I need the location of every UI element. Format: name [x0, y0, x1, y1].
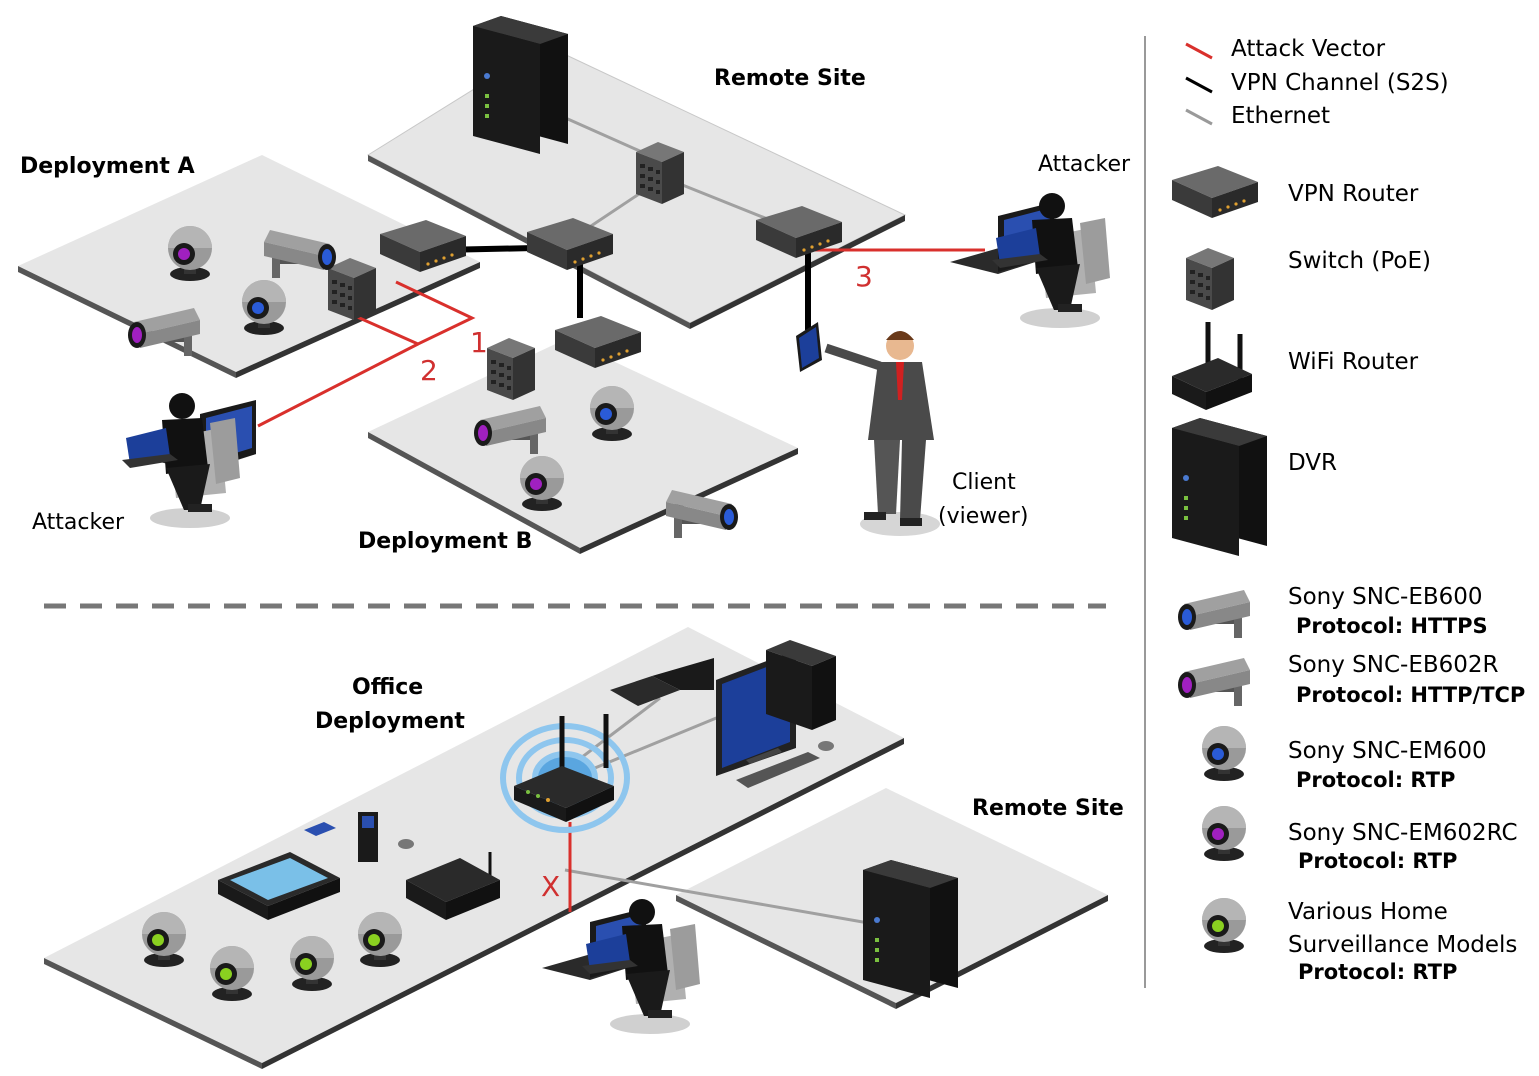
attack-marker-2: 2: [420, 354, 438, 387]
client-label-line2: (viewer): [938, 504, 1029, 529]
switch-icon: [636, 142, 684, 204]
client-label-line1: Client: [952, 470, 1016, 495]
dome-camera-green-icon: [290, 936, 334, 991]
dvr-icon: [863, 860, 958, 998]
legend-camera-model: Sony SNC-EM602RC: [1288, 820, 1518, 846]
bullet-camera-blue-icon: [666, 490, 738, 538]
scanner-icon: [218, 852, 340, 920]
switch-icon: [1186, 248, 1234, 310]
legend-wifi-router-label: WiFi Router: [1288, 349, 1419, 375]
legend-ethernet-line: [1185, 108, 1213, 126]
dome-camera-green-icon: [358, 912, 402, 967]
legend-ethernet-label: Ethernet: [1231, 103, 1331, 129]
legend-camera-protocol: Protocol: RTP: [1296, 768, 1456, 792]
remote-site-top-label: Remote Site: [714, 66, 866, 91]
dome-camera-green-icon: [1202, 898, 1246, 953]
deployment-b-label: Deployment B: [358, 529, 533, 554]
wifi-router-icon: [514, 714, 614, 822]
phone-icon: [304, 812, 414, 862]
fax-machine-icon: [406, 852, 500, 920]
office-label-line1: Office: [352, 675, 424, 700]
office-label-line2: Deployment: [315, 709, 465, 734]
legend-camera-protocol: Protocol: RTP: [1298, 960, 1458, 984]
legend-attack-line: [1185, 42, 1213, 60]
attacker-left-label: Attacker: [32, 510, 125, 535]
legend-camera-model: Sony SNC-EB600: [1288, 584, 1483, 610]
legend-switch-label: Switch (PoE): [1288, 248, 1431, 274]
legend-vpn-line: [1185, 76, 1213, 94]
tablet-icon: [796, 322, 822, 372]
legend-camera-model: Sony SNC-EB602R: [1288, 652, 1499, 678]
vpn-router-icon: [1172, 166, 1258, 218]
dvr-icon: [473, 16, 568, 154]
dvr-icon: [1172, 418, 1267, 556]
dome-camera-green-icon: [210, 946, 254, 1001]
legend-camera-protocol: Protocol: HTTP/TCP: [1296, 683, 1526, 707]
attack-marker-3: 3: [855, 260, 873, 293]
attack-marker-1: 1: [470, 326, 488, 359]
switch-icon: [328, 258, 376, 320]
dome-camera-green-icon: [142, 912, 186, 967]
attacker-right-figure: [950, 193, 1110, 328]
legend-dvr-label: DVR: [1288, 450, 1338, 476]
deployment-a-label: Deployment A: [20, 154, 195, 179]
legend-attack-label: Attack Vector: [1231, 36, 1386, 62]
dome-camera-blue-icon: [590, 386, 634, 441]
dome-camera-blue-icon: [1202, 726, 1246, 781]
legend-camera-model-line2: Surveillance Models: [1288, 932, 1518, 958]
attacker-right-label: Attacker: [1038, 152, 1131, 177]
pc-tower-icon: [766, 640, 836, 730]
bullet-camera-purple-icon: [1178, 658, 1250, 706]
legend-camera-protocol: Protocol: RTP: [1298, 849, 1458, 873]
dome-camera-purple-icon: [520, 456, 564, 511]
client-figure: [824, 331, 940, 536]
switch-icon: [487, 338, 535, 400]
dome-camera-purple-icon: [168, 226, 212, 281]
attacker-left-figure: [122, 393, 256, 528]
legend-camera-model-line1: Various Home: [1288, 899, 1448, 925]
legend-vpn-router-label: VPN Router: [1288, 181, 1419, 207]
legend-camera-protocol: Protocol: HTTPS: [1296, 614, 1488, 638]
legend-vpn-label: VPN Channel (S2S): [1231, 70, 1449, 96]
legend-camera-model: Sony SNC-EM600: [1288, 738, 1487, 764]
bullet-camera-blue-icon: [1178, 590, 1250, 638]
dome-camera-purple-icon: [1202, 806, 1246, 861]
dome-camera-blue-icon: [242, 280, 286, 335]
attacker-office-figure: [542, 899, 700, 1034]
bullet-camera-blue-icon: [264, 230, 336, 278]
bullet-camera-purple-icon: [474, 406, 546, 454]
attack-marker-x: X: [541, 870, 561, 903]
laptop-icon: [610, 658, 714, 706]
wifi-router-icon: [1172, 322, 1252, 410]
remote-site-bottom-label: Remote Site: [972, 796, 1124, 821]
bullet-camera-purple-icon: [128, 308, 200, 356]
